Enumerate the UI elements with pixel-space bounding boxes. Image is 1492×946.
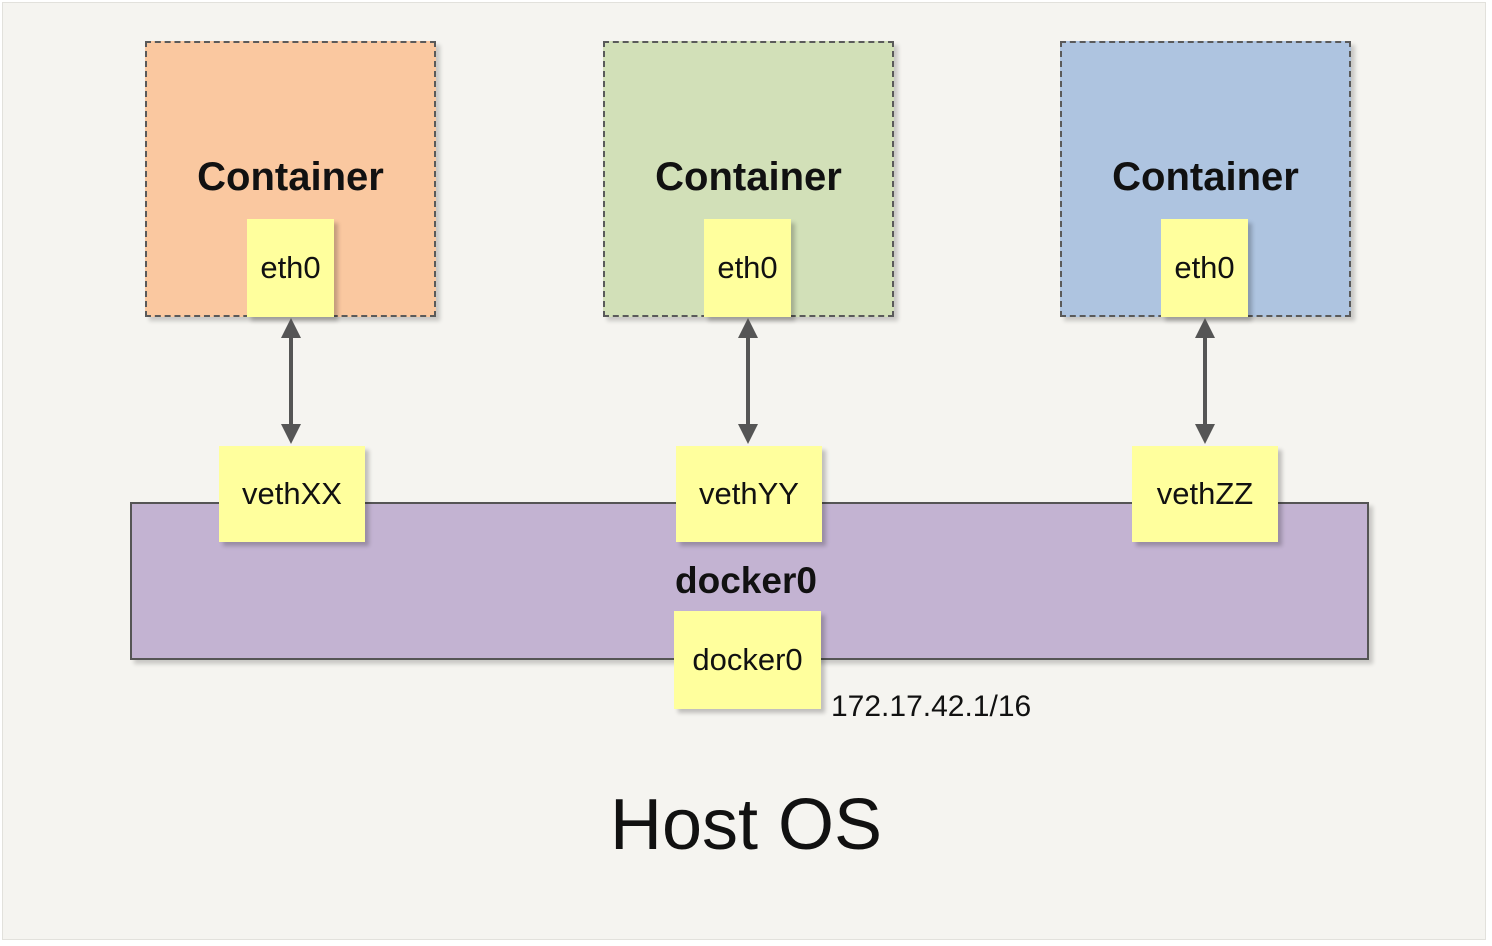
container-3-title: Container: [1112, 155, 1299, 199]
container-2-eth0: eth0: [704, 219, 791, 317]
container-1-eth0: eth0: [247, 219, 334, 317]
container-2-title: Container: [655, 155, 842, 199]
docker0-ip-address: 172.17.42.1/16: [831, 690, 1032, 723]
container-3-eth0: eth0: [1161, 219, 1248, 317]
veth-zz: vethZZ: [1132, 446, 1278, 542]
host-os-label: Host OS: [609, 785, 883, 865]
veth-xx: vethXX: [219, 446, 365, 542]
docker0-interface: docker0: [674, 611, 821, 709]
container-1-title: Container: [197, 155, 384, 199]
veth-yy: vethYY: [676, 446, 822, 542]
docker0-bridge-title: docker0: [675, 560, 817, 601]
